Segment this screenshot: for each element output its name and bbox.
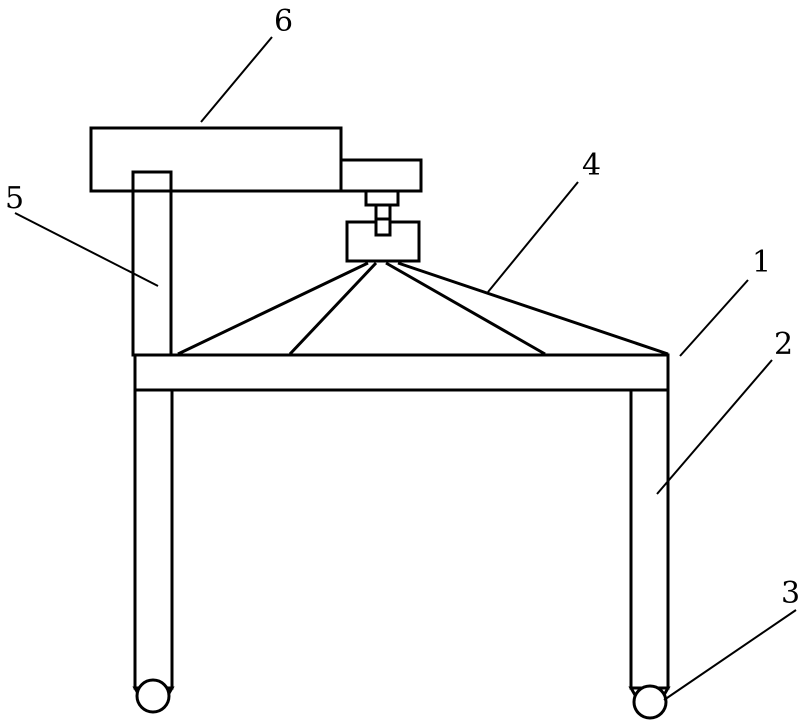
label-3: 3 — [781, 576, 800, 611]
right-leg — [629, 388, 670, 690]
arm-housing — [89, 126, 343, 193]
vertical-post — [131, 170, 173, 357]
arm-extension — [339, 158, 423, 193]
caster-wheel — [632, 684, 668, 720]
support-rod — [177, 261, 369, 356]
spindle-collar — [364, 189, 400, 207]
support-rod — [288, 261, 378, 356]
label-6: 6 — [274, 4, 293, 39]
post-top-edge — [131, 170, 173, 191]
leader-line-1 — [679, 279, 749, 357]
support-rod — [385, 261, 546, 356]
leader-line-6 — [200, 36, 273, 123]
leader-line-3 — [663, 609, 797, 701]
leader-line-5 — [14, 212, 159, 287]
left-leg — [133, 388, 174, 690]
leader-line-4 — [487, 181, 579, 293]
spindle-shaft-overlap — [374, 217, 392, 237]
label-5: 5 — [5, 181, 24, 216]
table-top — [133, 353, 670, 392]
label-4: 4 — [582, 148, 601, 183]
support-rods — [177, 261, 669, 356]
leader-line-2 — [656, 359, 773, 495]
label-1: 1 — [752, 245, 771, 280]
label-2: 2 — [774, 327, 793, 362]
hanging-head — [345, 220, 421, 263]
support-rod — [397, 261, 669, 356]
left-caster-wheel — [135, 678, 171, 714]
leader-lines — [14, 36, 797, 701]
